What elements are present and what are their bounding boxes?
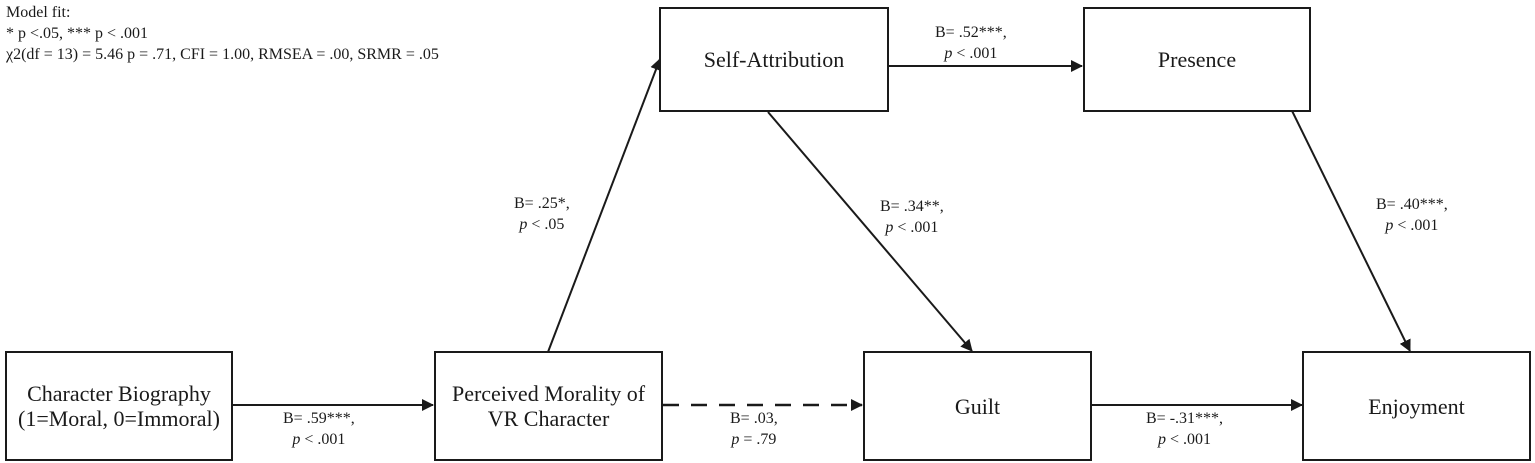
path-label-morality-to-self-attribution: B= .25*, p < .05 [514,193,570,235]
coefficient: B= .03, [730,410,778,427]
coefficient: B= .34**, [880,198,944,215]
p-value: < .001 [1393,217,1439,234]
arrow-morality-to-self-attribution [547,58,662,353]
p-symbol: p [944,45,953,62]
arrow-presence-to-enjoyment [1269,65,1411,352]
node-self-attribution: Self-Attribution [659,7,889,112]
coefficient: B= .40***, [1376,196,1448,213]
model-fit-heading: Model fit: [6,4,71,21]
p-value: < .001 [893,219,939,236]
p-symbol: p [1158,431,1166,448]
path-label-presence-to-enjoyment: B= .40***, p < .001 [1376,194,1448,236]
coefficient: B= .52***, [935,24,1007,41]
node-perceived-morality: Perceived Morality of VR Character [434,351,663,461]
path-label-self-attribution-to-presence: B= .52***, p < .001 [935,22,1007,64]
p-symbol: p [292,431,301,448]
p-value: = .79 [739,431,777,448]
node-enjoyment-label: Enjoyment [1368,393,1465,419]
path-label-self-attribution-to-guilt: B= .34**, p < .001 [880,196,944,238]
node-perceived-morality-line1: Perceived Morality of [451,381,646,406]
path-label-bio-to-morality: B= .59***, p < .001 [283,408,355,450]
node-guilt-label: Guilt [954,393,1001,419]
node-presence-label: Presence [1157,47,1237,72]
p-symbol: p [519,216,528,233]
coefficient: B= .25*, [514,195,570,212]
node-perceived-morality-line2: VR Character [487,406,610,431]
node-self-attribution-label: Self-Attribution [703,47,845,72]
coefficient: B= .59***, [283,410,355,427]
arrow-self-attribution-to-guilt [767,111,973,352]
node-character-biography: Character Biography (1=Moral, 0=Immoral) [5,351,233,461]
model-fit-note: Model fit: * p <.05, *** p < .001 χ2(df … [6,2,439,65]
p-value: < .001 [952,45,998,62]
node-enjoyment: Enjoyment [1302,351,1531,461]
path-label-guilt-to-enjoyment: B= -.31***, p < .001 [1146,408,1223,450]
p-value: < .001 [1166,431,1212,448]
p-symbol: p [731,431,740,448]
p-value: < .001 [300,431,346,448]
node-character-biography-line1: Character Biography [27,381,211,406]
path-label-morality-to-guilt: B= .03, p = .79 [730,408,778,450]
node-character-biography-line2: (1=Moral, 0=Immoral) [18,406,220,431]
coefficient: B= -.31***, [1146,410,1224,427]
significance-legend: * p <.05, *** p < .001 [6,25,149,42]
fit-statistics: χ2(df = 13) = 5.46 p = .71, CFI = 1.00, … [6,46,439,63]
p-value: < .05 [527,216,565,233]
p-symbol: p [1385,217,1394,234]
p-symbol: p [885,219,894,236]
node-guilt: Guilt [863,351,1092,461]
node-presence: Presence [1083,7,1311,112]
